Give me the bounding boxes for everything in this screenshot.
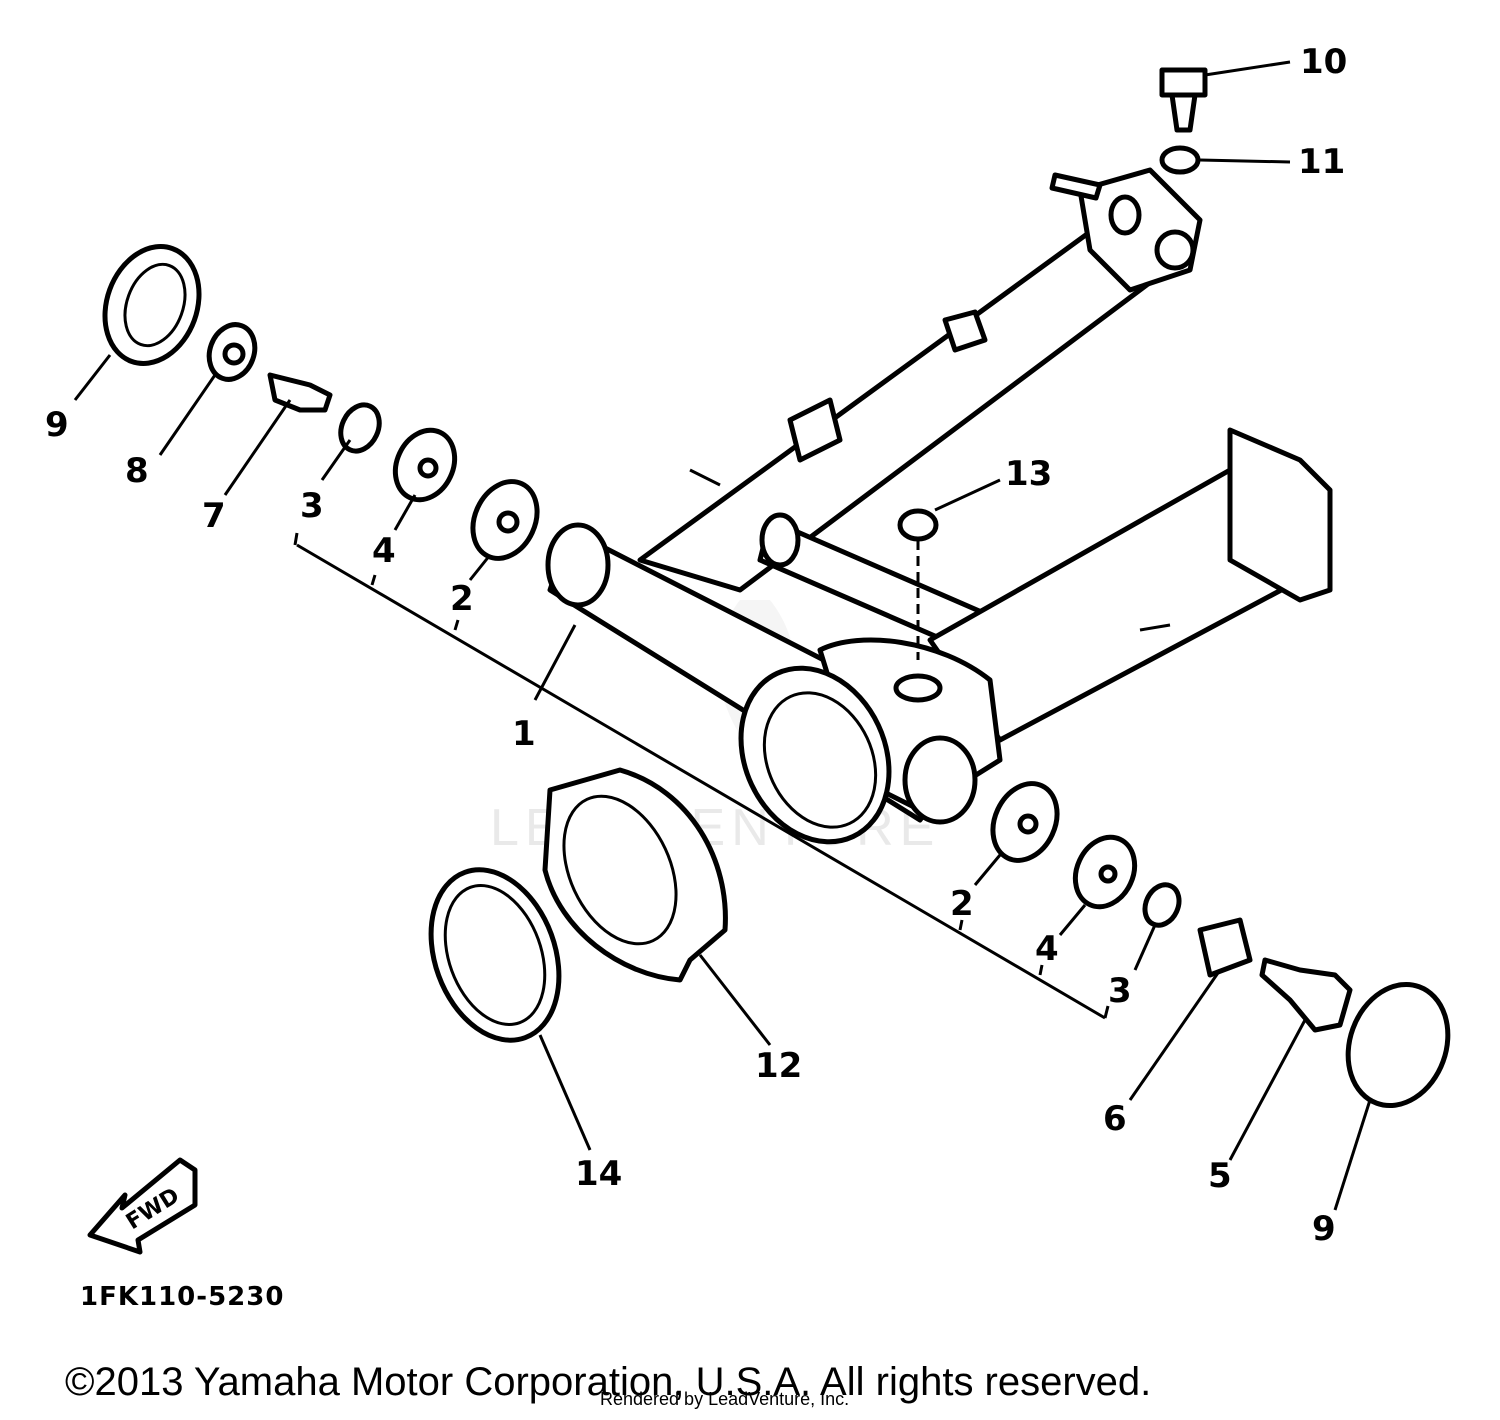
callout-5: 5 [1208,1156,1232,1196]
callout-labels: 10 11 9 8 7 3 4 2 13 1 2 4 3 6 5 9 12 14 [45,42,1347,1249]
callout-12: 12 [755,1046,802,1086]
forward-arrow: FWD [87,1157,198,1255]
callout-2-left: 2 [450,579,474,619]
callout-14: 14 [575,1154,622,1194]
rendered-by: Rendered by LeadVenture, Inc. [600,1389,849,1409]
left-parts [102,244,540,561]
callout-11: 11 [1298,142,1345,182]
gasket-14 [428,867,562,1043]
callout-3-right: 3 [1108,971,1132,1011]
group-bracket-ticks [370,574,1044,976]
callout-7: 7 [202,496,226,536]
diagram-code: 1FK110-5230 [80,1282,284,1312]
swing-arm [545,167,1333,845]
washer-11 [1159,145,1201,175]
callout-9-left: 9 [45,405,69,445]
callout-10: 10 [1300,42,1347,82]
leader-lines [73,60,1372,1211]
callout-8: 8 [125,451,149,491]
bolt-10 [1159,67,1208,133]
callout-4-left: 4 [372,531,396,571]
callout-9-right: 9 [1312,1209,1336,1249]
right-parts [990,781,1451,1109]
group-bracket [293,532,1110,1020]
callout-4-right: 4 [1035,929,1059,969]
cap-13 [897,508,939,542]
copyright-notice: ©2013 Yamaha Motor Corporation, U.S.A. A… [65,1360,1151,1404]
callout-13: 13 [1005,454,1052,494]
cover-12 [542,767,728,983]
callout-3-left: 3 [300,486,324,526]
callout-6: 6 [1103,1099,1127,1139]
callout-1: 1 [512,714,536,754]
callout-2-right: 2 [950,884,974,924]
